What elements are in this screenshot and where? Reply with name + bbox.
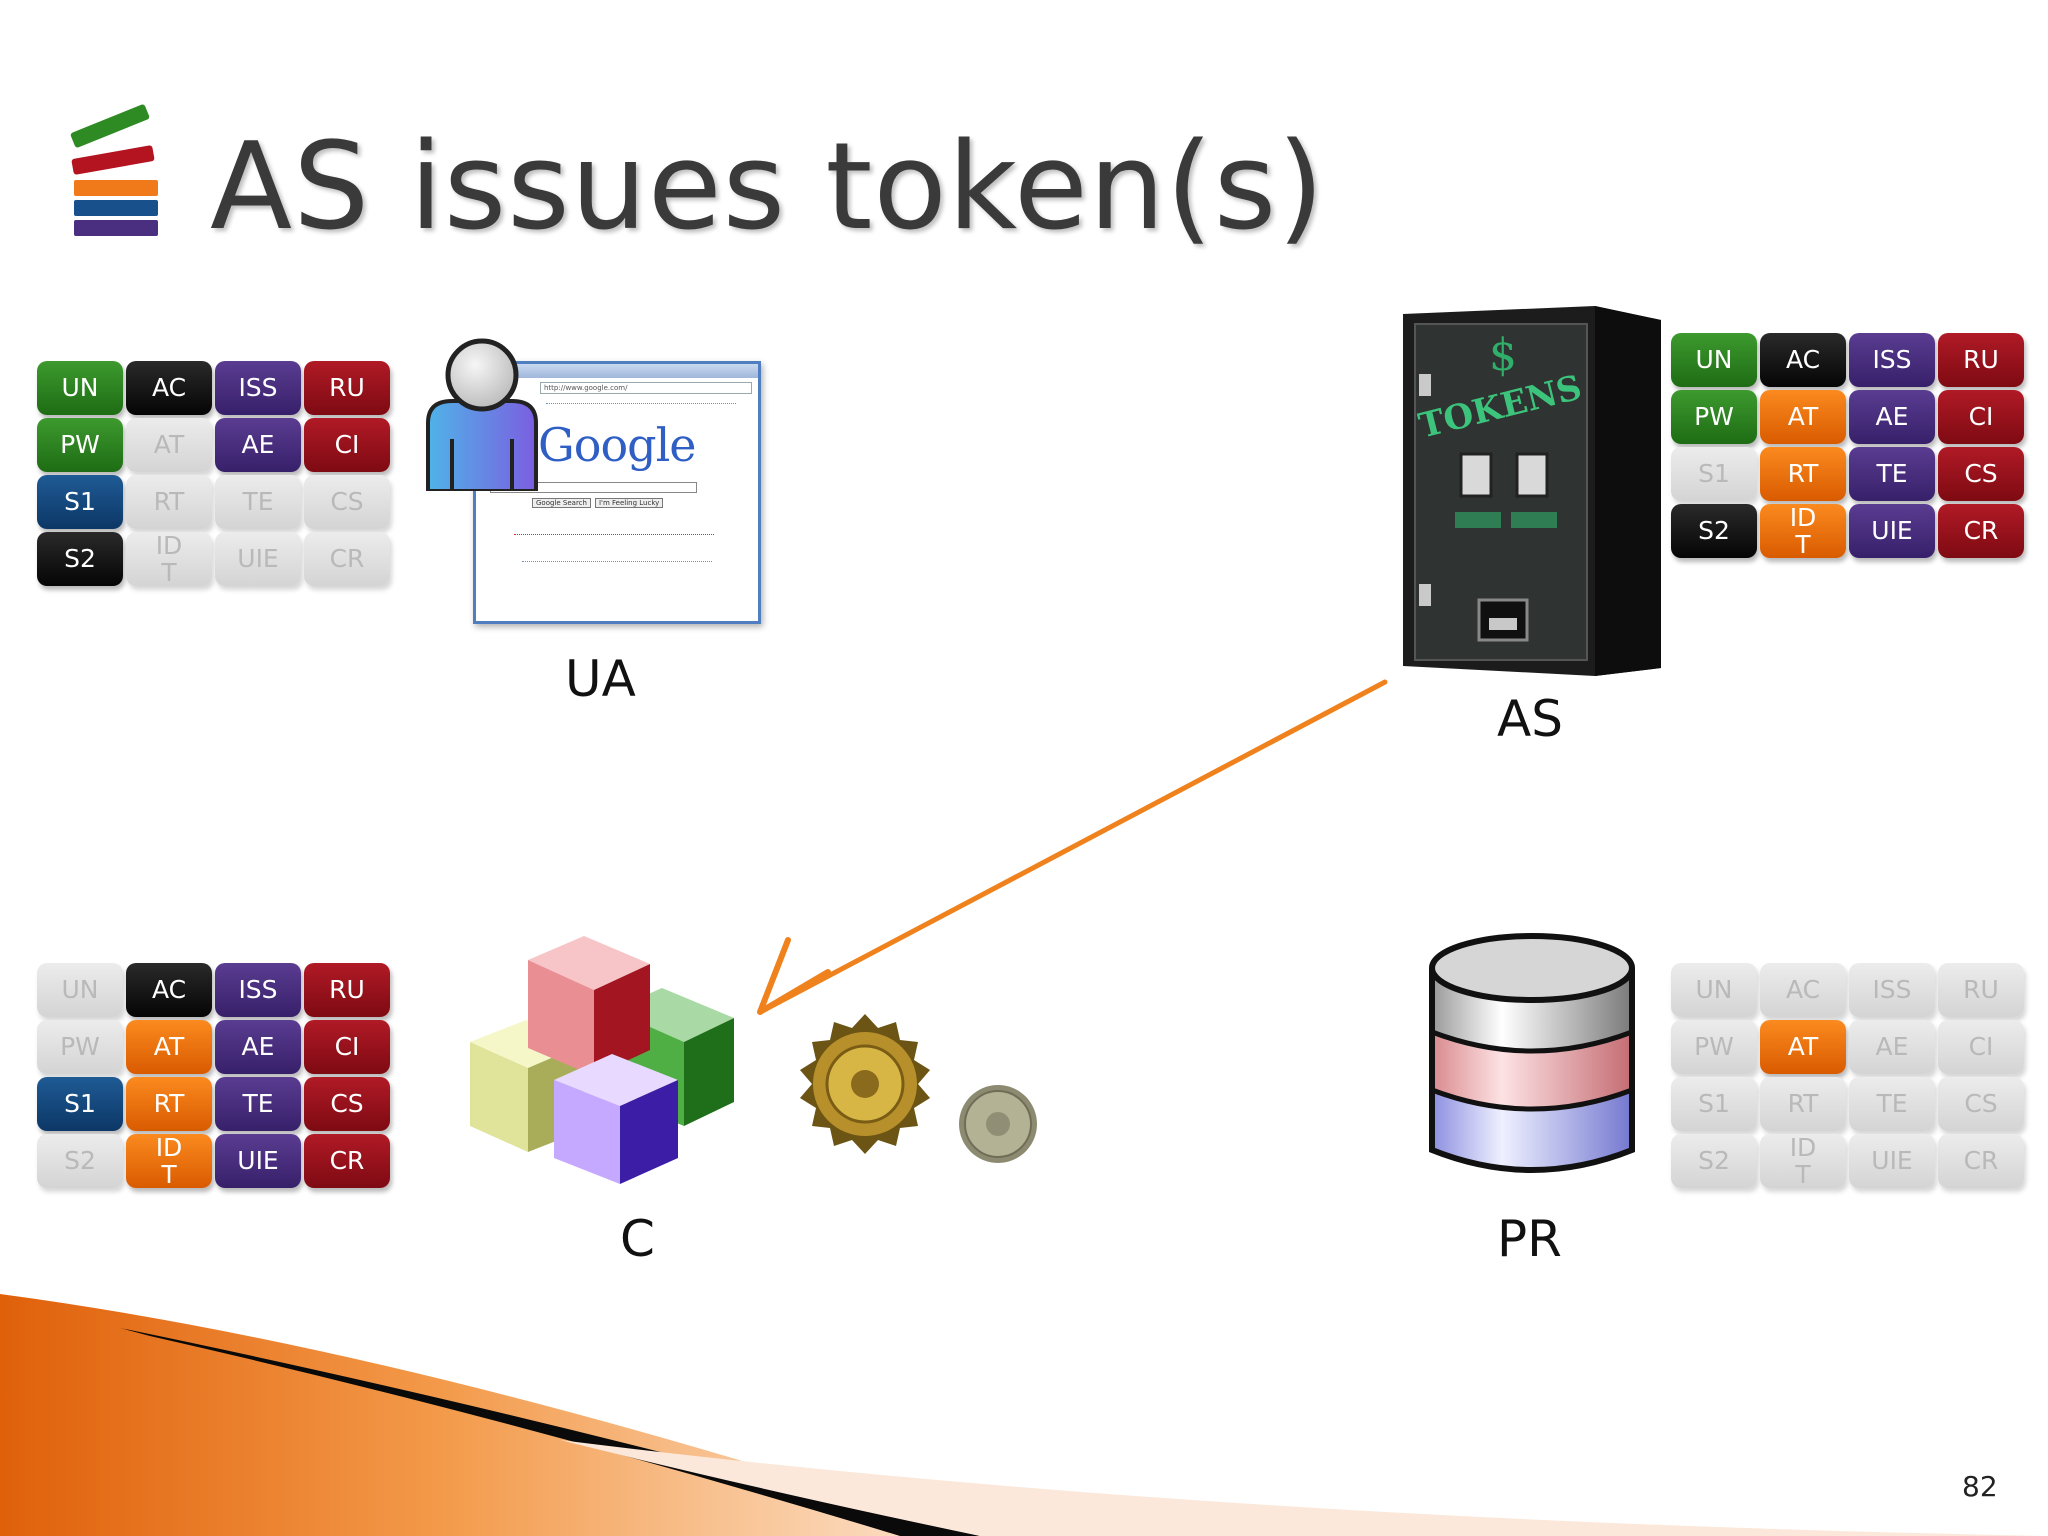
claim-tile: RT [1760, 1077, 1846, 1131]
google-search-button: Google Search [532, 498, 591, 508]
claim-tile: PW [1671, 1020, 1757, 1074]
claim-tile: AC [1760, 333, 1846, 387]
claim-tile: RU [304, 963, 390, 1017]
claim-tile: UIE [1849, 1134, 1935, 1188]
claim-tile: ID T [1760, 1134, 1846, 1188]
claim-tile: UIE [215, 1134, 301, 1188]
claim-tile: S1 [1671, 1077, 1757, 1131]
claim-tile: RT [126, 475, 212, 529]
claim-tile: UN [37, 361, 123, 415]
claim-tile: CS [1938, 1077, 2024, 1131]
claim-tile: RU [1938, 333, 2024, 387]
claim-tile: CI [304, 1020, 390, 1074]
claim-tile: TE [1849, 447, 1935, 501]
claim-tile: UN [1671, 963, 1757, 1017]
claim-tile: PW [1671, 390, 1757, 444]
google-logo: Google [538, 418, 697, 472]
browser-footer-links [522, 557, 712, 562]
c-label: C [620, 1210, 655, 1268]
stacked-bars-logo-icon [70, 104, 158, 236]
claim-tile: AE [215, 1020, 301, 1074]
claim-tile: AT [126, 1020, 212, 1074]
decorative-swoosh [0, 1294, 2048, 1536]
claim-tile: TE [215, 475, 301, 529]
claim-tile: S2 [1671, 504, 1757, 558]
claim-tile: RU [304, 361, 390, 415]
page-number: 82 [1962, 1470, 1998, 1503]
token-vending-machine-icon: $ TOKENS [1403, 306, 1661, 676]
claim-tile: AE [1849, 1020, 1935, 1074]
claim-tile: CI [1938, 390, 2024, 444]
claim-tile: ID T [1760, 504, 1846, 558]
claim-tile: TE [215, 1077, 301, 1131]
claim-tile: AT [126, 418, 212, 472]
claim-tile: CR [304, 1134, 390, 1188]
claim-tile: CS [304, 1077, 390, 1131]
feeling-lucky-button: I'm Feeling Lucky [594, 498, 664, 508]
claim-tile: AT [1760, 390, 1846, 444]
browser-window: http://www.google.com/ Google Google Sea… [473, 361, 761, 624]
user-icon [426, 338, 538, 491]
claim-tile: AC [126, 361, 212, 415]
claim-tile: TE [1849, 1077, 1935, 1131]
token-issue-arrow [757, 679, 1388, 1015]
claim-tile: S2 [1671, 1134, 1757, 1188]
claim-tile: S2 [37, 1134, 123, 1188]
claim-tile: AE [1849, 390, 1935, 444]
browser-titlebar [476, 364, 758, 378]
slide-title: AS issues token(s) [210, 118, 1326, 257]
claim-tile: CI [1938, 1020, 2024, 1074]
claim-tile: ISS [215, 963, 301, 1017]
claim-tile: RT [126, 1077, 212, 1131]
browser-footer-line [514, 530, 714, 535]
claim-tile: CR [304, 532, 390, 586]
claim-tile: CR [1938, 504, 2024, 558]
ua-label: UA [565, 650, 636, 708]
silver-coin-icon [959, 1085, 1037, 1163]
claim-tile: UN [37, 963, 123, 1017]
claim-tile: ID T [126, 532, 212, 586]
claim-tile: RU [1938, 963, 2024, 1017]
claim-tile: AC [1760, 963, 1846, 1017]
claim-tile: AC [126, 963, 212, 1017]
database-resource-icon [1429, 933, 1635, 1173]
claim-tile: UIE [215, 532, 301, 586]
cubes-client-icon [470, 936, 734, 1184]
claim-tile: S1 [37, 475, 123, 529]
claim-tile: ISS [1849, 333, 1935, 387]
claim-tile: ISS [215, 361, 301, 415]
claim-tile: CR [1938, 1134, 2024, 1188]
claim-tile: S1 [1671, 447, 1757, 501]
claim-tile: ID T [126, 1134, 212, 1188]
claim-tile: CS [304, 475, 390, 529]
claim-tile: PW [37, 1020, 123, 1074]
pr-label: PR [1497, 1210, 1562, 1268]
claim-tile: UN [1671, 333, 1757, 387]
claim-tile: UIE [1849, 504, 1935, 558]
claim-tile: CS [1938, 447, 2024, 501]
claim-tile: S1 [37, 1077, 123, 1131]
claim-tile: AT [1760, 1020, 1846, 1074]
browser-links-row [546, 398, 736, 404]
claim-tile: S2 [37, 532, 123, 586]
claim-tile: RT [1760, 447, 1846, 501]
dollar-sign: $ [1489, 330, 1517, 381]
as-label: AS [1497, 690, 1563, 748]
claim-tile: AE [215, 418, 301, 472]
claim-tile: PW [37, 418, 123, 472]
claim-tile: CI [304, 418, 390, 472]
gold-token-icon [800, 1014, 930, 1154]
claim-tile: ISS [1849, 963, 1935, 1017]
browser-address-bar: http://www.google.com/ [540, 382, 752, 394]
